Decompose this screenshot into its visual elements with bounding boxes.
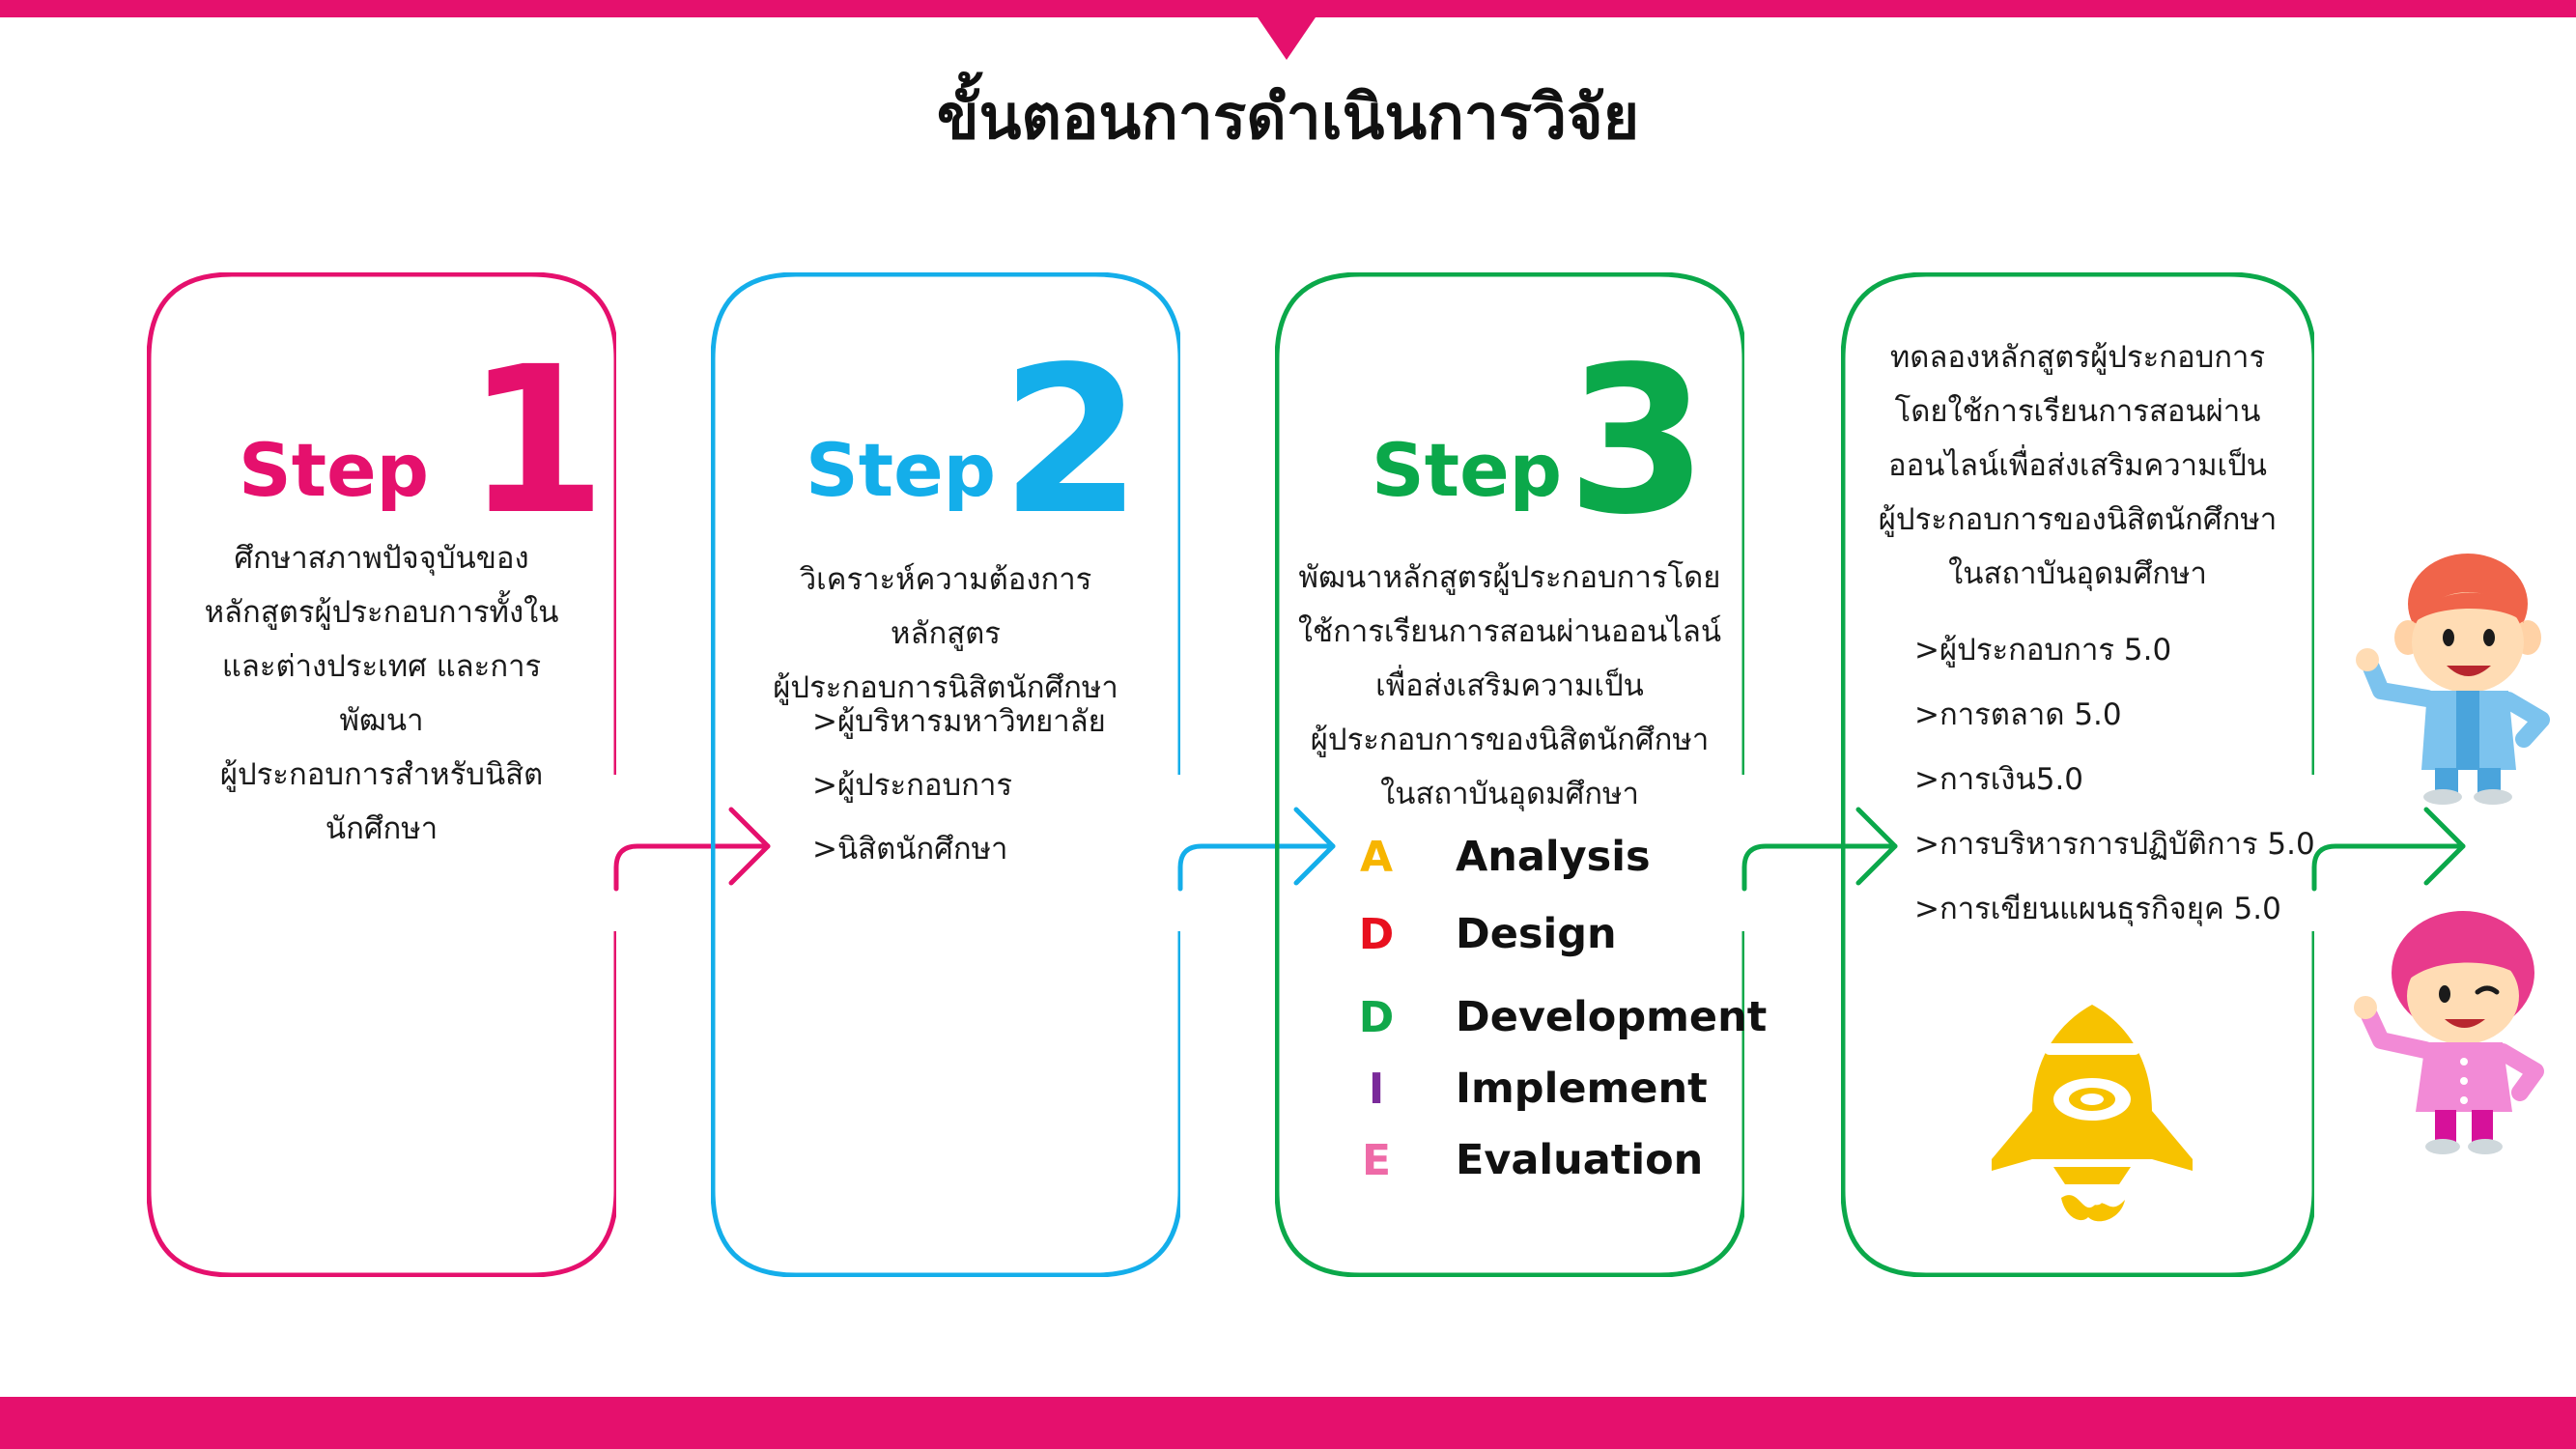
step-3-description: พัฒนาหลักสูตรผู้ประกอบการโดย ใช้การเรียน…	[1294, 551, 1725, 821]
step-4-list: >ผู้ประกอบการ 5.0 >การตลาด 5.0 >การเงิน5…	[1914, 618, 2315, 942]
step-4-desc-line: ในสถาบันอุดมศึกษา	[1948, 556, 2207, 591]
step-4-desc-line: ออนไลน์เพื่อส่งเสริมความเป็น	[1888, 448, 2267, 483]
top-notch	[1258, 17, 1316, 60]
step-3-number: 3	[1567, 323, 1709, 559]
step-4-frame	[1841, 272, 2314, 1277]
step-3-desc-line: ใช้การเรียนการสอนผ่านออนไลน์	[1297, 614, 1722, 649]
step-1-desc-line: นักศึกษา	[325, 811, 439, 846]
step-2-number: 2	[1001, 323, 1143, 559]
arrowhead-step2	[1293, 807, 1336, 886]
list-item: >ผู้ประกอบการ 5.0	[1914, 633, 2172, 668]
step-1-card: Step 1 ศึกษาสภาพปัจจุบันของ หลักสูตรผู้ป…	[147, 272, 616, 1277]
addie-letter: E	[1361, 1136, 1392, 1185]
step-1-label: Step	[239, 427, 430, 513]
step-2-desc-line: วิเคราะห์ความต้องการหลักสูตร	[799, 562, 1092, 651]
addie-letter: D	[1358, 910, 1395, 959]
page-title: ขั้นตอนการดำเนินการวิจัย	[936, 82, 1640, 154]
addie-letter: D	[1358, 993, 1395, 1042]
arrowhead-step1	[728, 807, 771, 886]
bottom-bar	[0, 1397, 2576, 1449]
step-2-label: Step	[806, 427, 997, 513]
list-item: >นิสิตนักศึกษา	[812, 832, 1008, 867]
list-item: >การบริหารการปฏิบัติการ 5.0	[1914, 827, 2315, 862]
step-2-desc-line: ผู้ประกอบการนิสิตนักศึกษา	[773, 670, 1118, 705]
step-3-card: Step 3 พัฒนาหลักสูตรผู้ประกอบการโดย ใช้ก…	[1275, 272, 1767, 1277]
step-3-desc-line: พัฒนาหลักสูตรผู้ประกอบการโดย	[1298, 560, 1721, 595]
step-1-desc-line: ศึกษาสภาพปัจจุบันของ	[234, 541, 529, 576]
step-4-description: ทดลองหลักสูตรผู้ประกอบการ โดยใช้การเรียน…	[1860, 330, 2295, 601]
arrowhead-step3	[1855, 807, 1898, 886]
step-1-frame	[147, 272, 616, 1277]
step-2-heading: Step 2	[711, 321, 1180, 543]
step-4-card: ทดลองหลักสูตรผู้ประกอบการ โดยใช้การเรียน…	[1841, 272, 2315, 1277]
step-2-card: Step 2 วิเคราะห์ความต้องการหลักสูตร ผู้ป…	[711, 272, 1180, 1277]
step-3-heading: Step 3	[1275, 321, 1744, 543]
step-4-desc-line: โดยใช้การเรียนการสอนผ่าน	[1894, 394, 2261, 429]
step-1-description: ศึกษาสภาพปัจจุบันของ หลักสูตรผู้ประกอบกา…	[185, 531, 578, 856]
step-2-frame	[711, 272, 1180, 1277]
addie-word: Analysis	[1456, 833, 1651, 881]
addie-word: Development	[1456, 993, 1768, 1041]
girl-character	[2354, 911, 2544, 1154]
arrow-step2-to-step3	[1177, 843, 1336, 892]
step-1-desc-line: หลักสูตรผู้ประกอบการทั้งใน	[204, 595, 559, 630]
arrow-step3-to-step4	[1741, 843, 1898, 892]
step-3-desc-line: เพื่อส่งเสริมความเป็น	[1375, 668, 1644, 703]
step-2-description: วิเคราะห์ความต้องการหลักสูตร ผู้ประกอบกา…	[750, 553, 1142, 715]
arrow-step4-out	[2311, 843, 2466, 892]
step-3-label: Step	[1372, 427, 1563, 513]
step-1-number: 1	[466, 323, 608, 559]
step-3-desc-line: ผู้ประกอบการของนิสิตนักศึกษา	[1310, 723, 1710, 757]
step-3-desc-line: ในสถาบันอุดมศึกษา	[1380, 777, 1639, 811]
step-1-heading: Step 1	[147, 321, 616, 543]
top-bar	[0, 0, 2576, 17]
addie-letter: I	[1368, 1065, 1385, 1114]
list-item: >การตลาด 5.0	[1914, 697, 2122, 732]
step-4-desc-line: ผู้ประกอบการของนิสิตนักศึกษา	[1878, 502, 2278, 537]
rocket-icon	[1992, 1005, 2193, 1222]
boy-character	[2356, 554, 2550, 805]
step-2-list: >ผู้บริหารมหาวิทยาลัย >ผู้ประกอบการ >นิส…	[812, 690, 1106, 881]
addie-letter: A	[1359, 833, 1394, 882]
arrowhead-step4	[2423, 807, 2466, 886]
list-item: >ผู้ประกอบการ	[812, 768, 1013, 803]
addie-word: Implement	[1456, 1065, 1708, 1113]
step-4-desc-line: ทดลองหลักสูตรผู้ประกอบการ	[1889, 340, 2266, 375]
addie-word: Design	[1456, 910, 1617, 958]
list-item: >การเงิน5.0	[1914, 762, 2084, 797]
step-3-frame	[1275, 272, 1744, 1277]
arrow-step1-to-step2	[613, 843, 771, 892]
list-item: >ผู้บริหารมหาวิทยาลัย	[812, 704, 1106, 739]
addie-word: Evaluation	[1456, 1136, 1704, 1184]
step-1-desc-line: และต่างประเทศ และการพัฒนา	[221, 649, 542, 738]
list-item: >การเขียนแผนธุรกิจยุค 5.0	[1914, 892, 2281, 926]
step-1-desc-line: ผู้ประกอบการสำหรับนิสิต	[219, 757, 544, 792]
